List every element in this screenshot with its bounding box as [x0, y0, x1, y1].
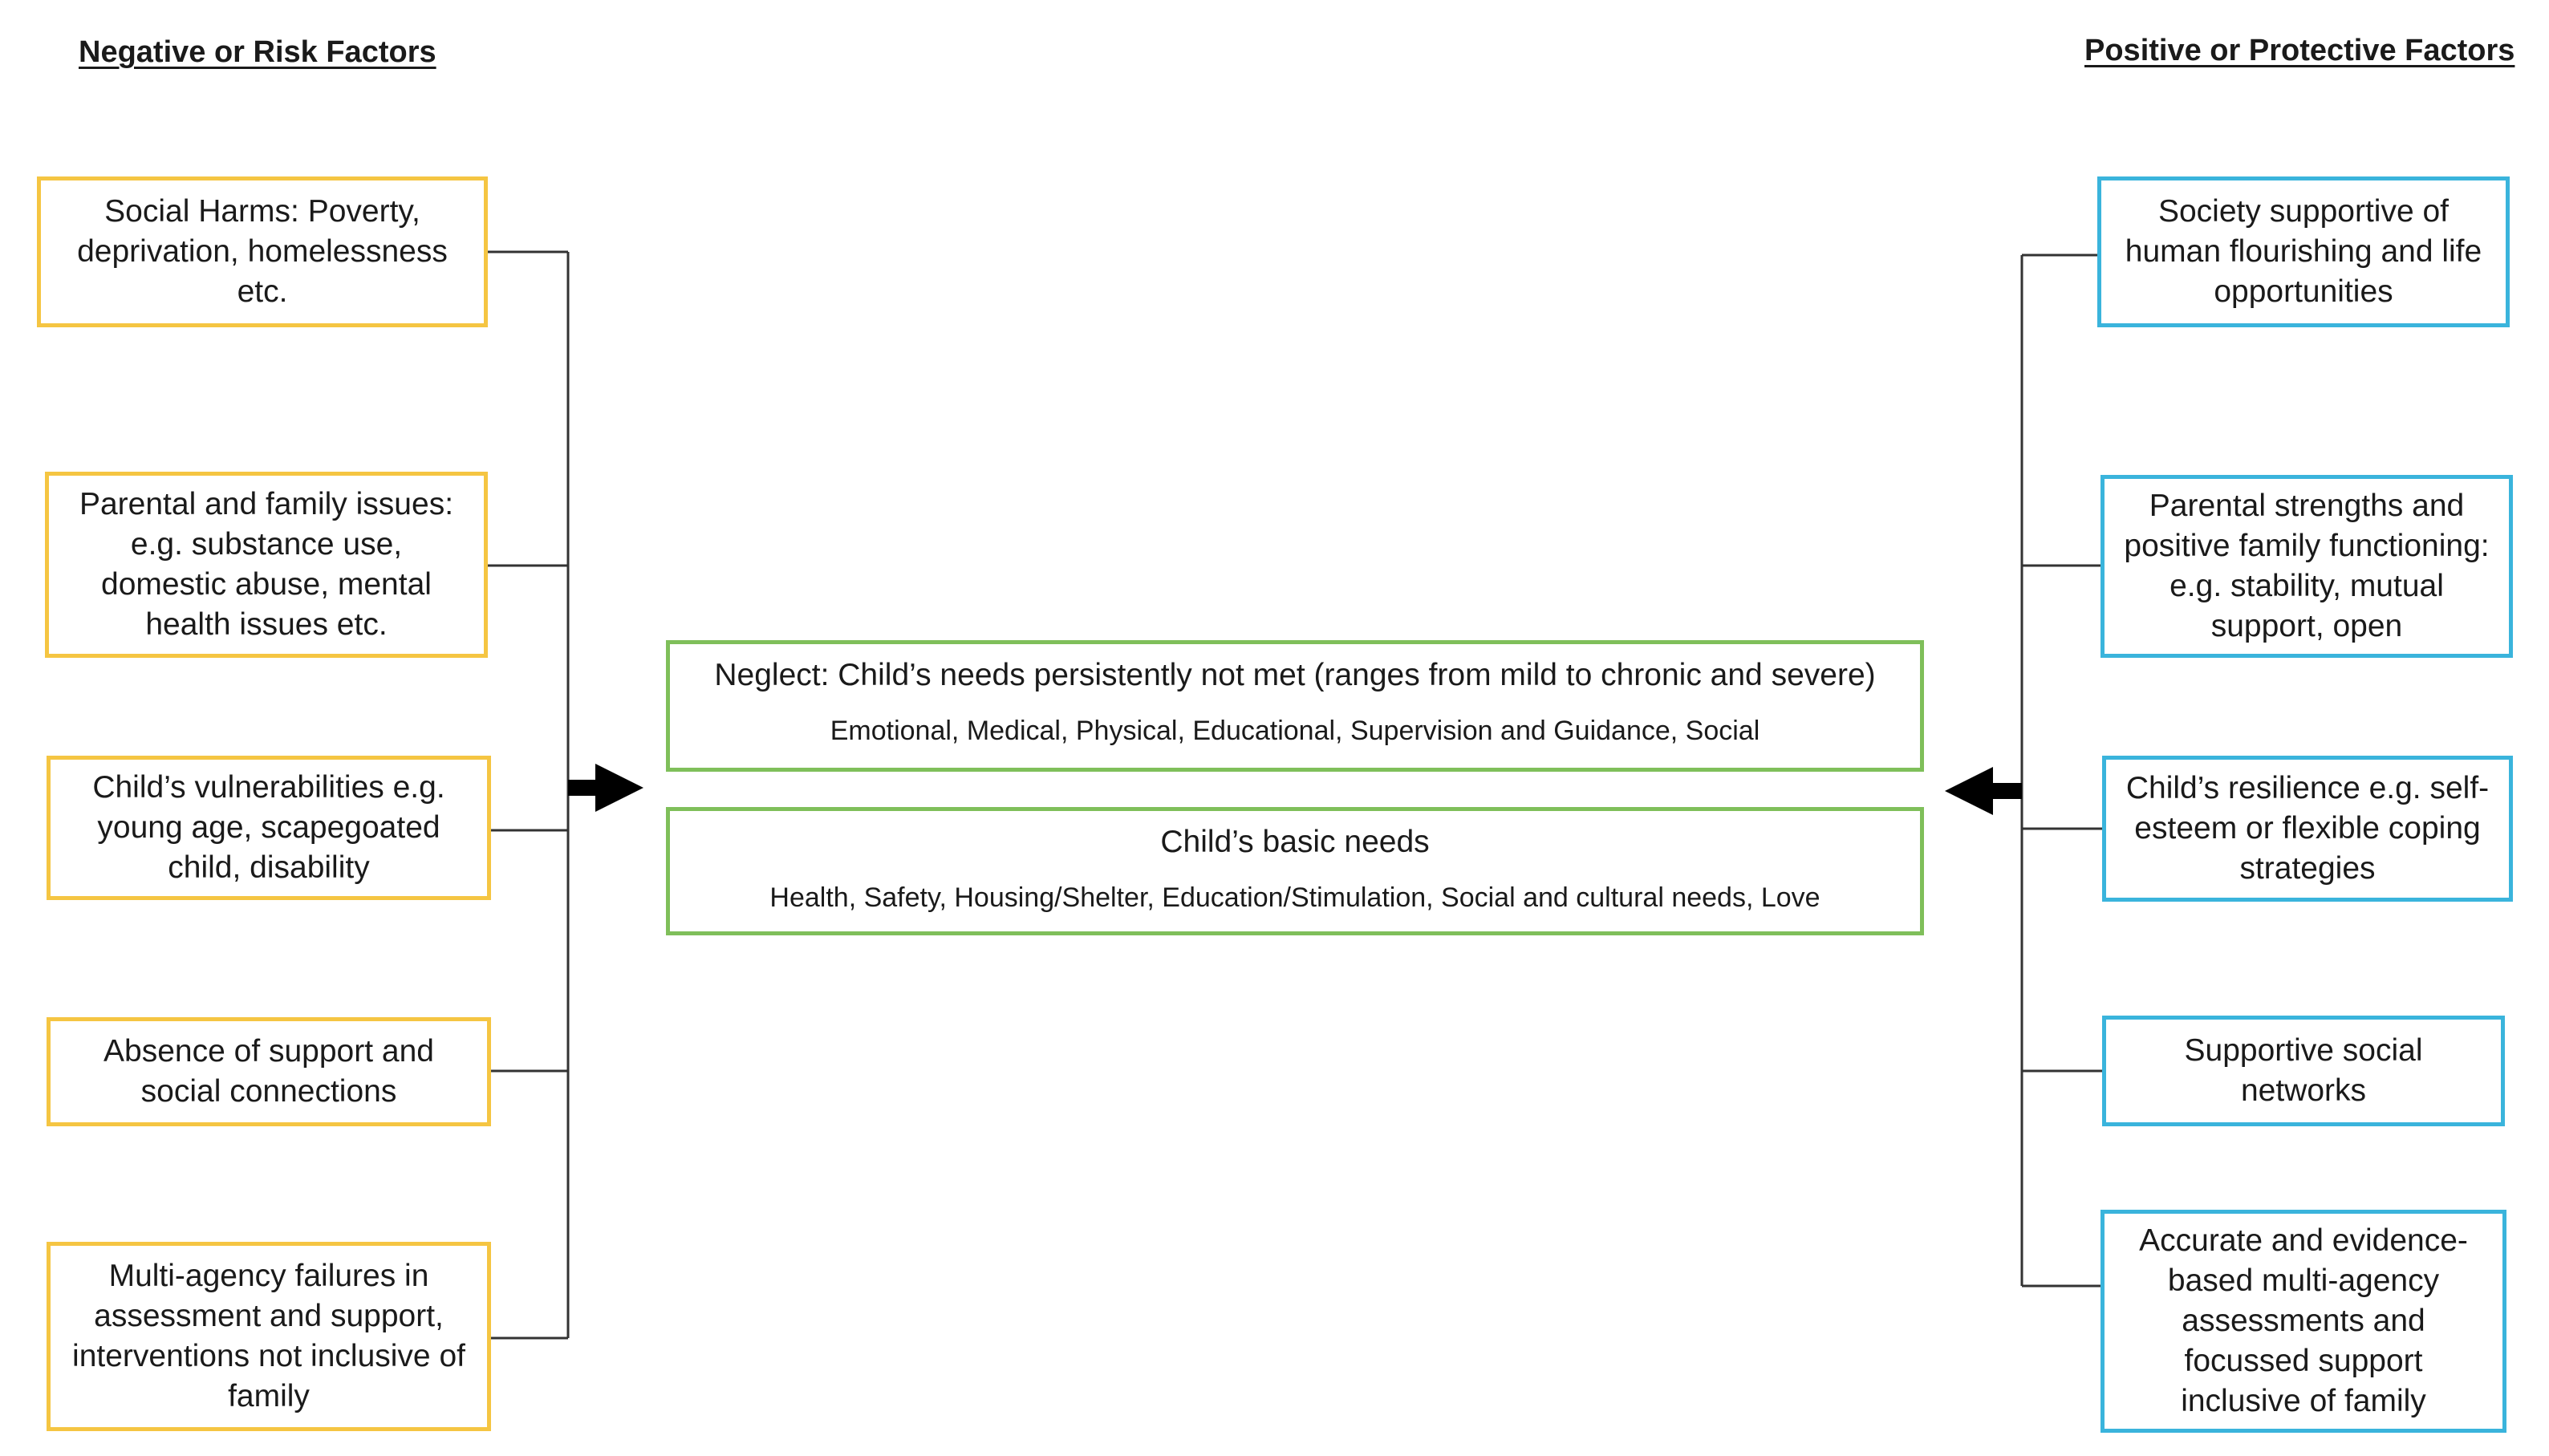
- risk-factor-label: Parental and family issues: e.g. substan…: [79, 487, 454, 642]
- protective-factors-heading: Positive or Protective Factors: [2084, 34, 2515, 67]
- protective-factor-society: Society supportive of human flourishing …: [2097, 176, 2510, 327]
- protective-factor-label: Supportive social networks: [2184, 1033, 2423, 1108]
- protective-factor-label: Parental strengths and positive family f…: [2124, 489, 2490, 643]
- risk-factor-absence-of-support: Absence of support and social connection…: [47, 1017, 491, 1126]
- risk-factor-label: Absence of support and social connection…: [104, 1034, 434, 1109]
- risk-factor-parental-family-issues: Parental and family issues: e.g. substan…: [45, 472, 488, 658]
- neglect-title: Neglect: Child’s needs persistently not …: [714, 658, 1876, 692]
- basic-needs-box: Child’s basic needs Health, Safety, Hous…: [666, 807, 1924, 935]
- protective-factor-label: Society supportive of human flourishing …: [2125, 194, 2482, 309]
- protective-factor-social-networks: Supportive social networks: [2102, 1016, 2505, 1126]
- risk-factor-multi-agency-failures: Multi-agency failures in assessment and …: [47, 1242, 491, 1431]
- protective-factor-label: Child’s resilience e.g. self-esteem or f…: [2125, 771, 2490, 886]
- protective-factor-multi-agency-assessments: Accurate and evidence-based multi-agency…: [2100, 1210, 2506, 1433]
- right-arrow-icon: [568, 764, 643, 812]
- risk-factor-social-harms: Social Harms: Poverty, deprivation, home…: [37, 176, 488, 327]
- risk-factor-label: Child’s vulnerabilities e.g. young age, …: [92, 770, 445, 885]
- risk-factor-child-vulnerabilities: Child’s vulnerabilities e.g. young age, …: [47, 756, 491, 900]
- risk-factor-label: Social Harms: Poverty, deprivation, home…: [77, 194, 448, 309]
- neglect-box: Neglect: Child’s needs persistently not …: [666, 640, 1924, 772]
- protective-factor-child-resilience: Child’s resilience e.g. self-esteem or f…: [2102, 756, 2513, 902]
- risk-factor-label: Multi-agency failures in assessment and …: [72, 1259, 465, 1413]
- risk-factors-heading: Negative or Risk Factors: [79, 35, 436, 69]
- neglect-subtitle: Emotional, Medical, Physical, Educationa…: [830, 716, 1760, 746]
- protective-factor-label: Accurate and evidence-based multi-agency…: [2139, 1223, 2468, 1418]
- basic-needs-title: Child’s basic needs: [1160, 825, 1430, 859]
- basic-needs-subtitle: Health, Safety, Housing/Shelter, Educati…: [769, 882, 1820, 913]
- protective-factor-parental-strengths: Parental strengths and positive family f…: [2100, 475, 2513, 658]
- left-arrow-icon: [1945, 767, 2022, 815]
